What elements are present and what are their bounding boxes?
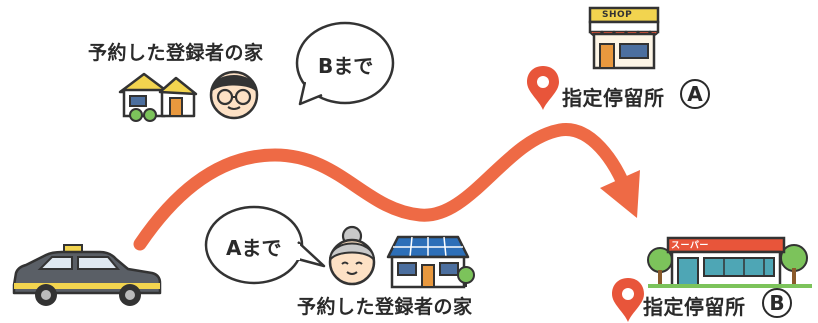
speech-bubble-b [295, 21, 395, 106]
old-woman-icon [328, 225, 376, 286]
supermarket-sign: スーパー [671, 241, 709, 251]
shop-sign: SHOP [602, 10, 633, 20]
residence-b-label: 予約した登録者の家 [88, 42, 264, 64]
residence-a-label: 予約した登録者の家 [297, 296, 473, 318]
location-pin-icon [527, 66, 559, 110]
stop-b-label: 指定停留所 [643, 295, 746, 319]
bubble-b-text: Bまで [318, 54, 374, 78]
shop-icon [588, 6, 660, 70]
supermarket-icon [647, 236, 812, 288]
taxi-icon [12, 244, 162, 306]
stop-a-label: 指定停留所 [562, 86, 665, 110]
stop-b-letter: B [762, 288, 792, 318]
location-pin-icon [612, 278, 644, 322]
stop-a-letter: A [680, 79, 710, 109]
house-icon [118, 72, 198, 122]
solar-house-icon [386, 235, 475, 289]
route-arrow [133, 123, 640, 251]
man-with-glasses-icon [209, 70, 259, 120]
speech-bubble-a [204, 205, 326, 285]
bubble-a-text: Aまで [226, 236, 282, 260]
